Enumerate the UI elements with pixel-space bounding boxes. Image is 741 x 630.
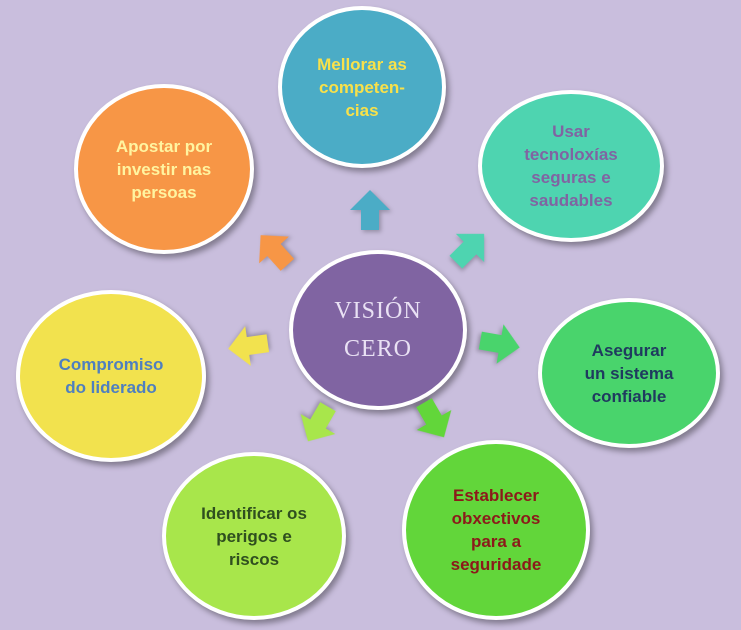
arrow-establecer — [404, 390, 464, 450]
arrow-asegurar-shape — [478, 324, 520, 364]
arrow-apostar-path — [259, 235, 295, 271]
arrow-asegurar-path — [478, 324, 520, 364]
arrow-mellorar-path — [350, 190, 390, 230]
arrow-usar-path — [449, 233, 485, 269]
arrow-compromiso-path — [228, 326, 270, 366]
node-identificar: Identificar os perigos e riscos — [162, 452, 346, 620]
node-identificar-label: Identificar os perigos e riscos — [201, 503, 307, 569]
arrow-compromiso-shape — [228, 326, 270, 366]
arrow-compromiso — [223, 321, 273, 371]
arrow-mellorar-shape — [350, 190, 390, 230]
arrow-identificar — [288, 394, 348, 454]
arrow-apostar — [243, 219, 305, 281]
node-mellorar: Mellorar as competen- cias — [278, 6, 446, 168]
center-node-label: VISIÓN CERO — [334, 298, 422, 362]
arrow-establecer-path — [416, 398, 452, 438]
center-node: VISIÓN CERO — [289, 250, 467, 410]
node-establecer-label: Establecer obxectivos para a seguridade — [450, 486, 542, 574]
node-asegurar: Asegurar un sistema confiable — [538, 298, 720, 448]
node-asegurar-label: Asegurar un sistema confiable — [584, 340, 674, 406]
arrow-asegurar — [475, 319, 526, 370]
node-usar: Usar tecnoloxías seguras e saudables — [478, 90, 664, 242]
node-compromiso: Compromiso do liderado — [16, 290, 206, 462]
arrow-apostar-shape — [259, 235, 295, 271]
arrow-identificar-path — [300, 402, 336, 442]
arrow-identificar-shape — [300, 402, 336, 442]
node-apostar-label: Apostar por investir nas persoas — [115, 136, 213, 202]
node-establecer: Establecer obxectivos para a seguridade — [402, 440, 590, 620]
arrow-establecer-shape — [416, 398, 452, 438]
arrow-usar — [439, 217, 501, 279]
node-compromiso-label: Compromiso do liderado — [58, 355, 164, 397]
arrow-mellorar — [348, 188, 392, 232]
node-apostar: Apostar por investir nas persoas — [74, 84, 254, 254]
node-usar-label: Usar tecnoloxías seguras e saudables — [524, 122, 618, 210]
arrow-usar-shape — [449, 233, 485, 269]
node-mellorar-label: Mellorar as competen- cias — [317, 54, 407, 120]
